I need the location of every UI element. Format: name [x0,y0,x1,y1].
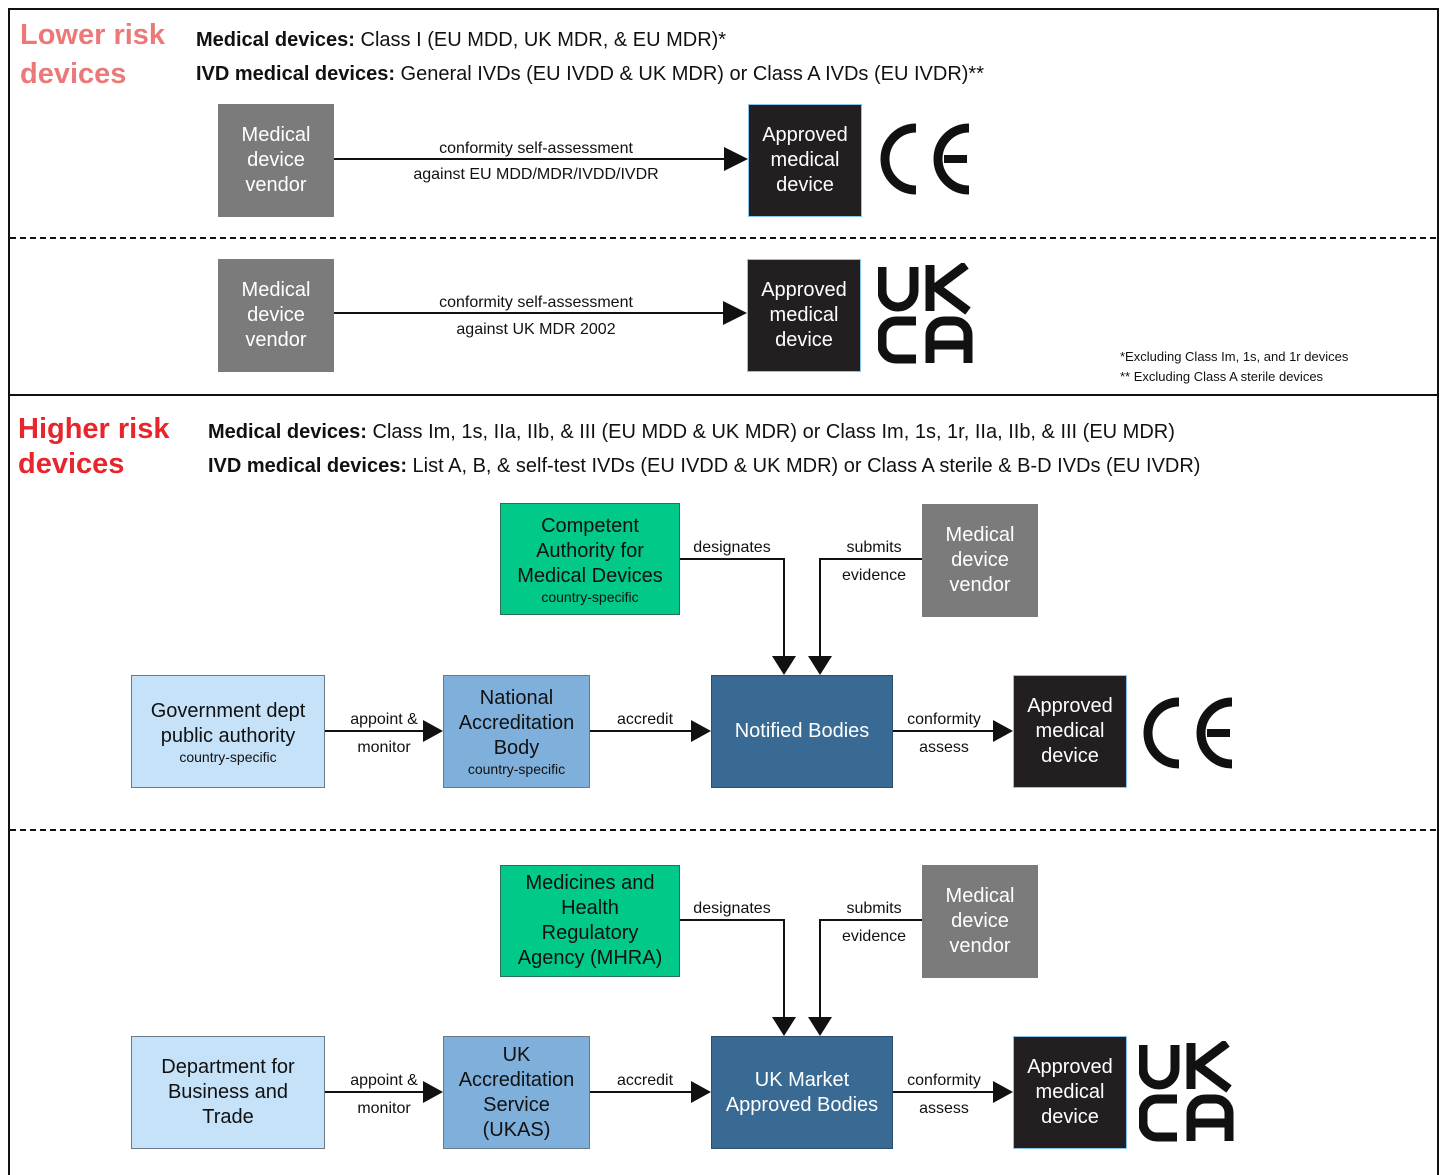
higher-risk-section [8,394,1439,1175]
lower-divider [10,237,1436,239]
eu-designates-arrowhead [772,656,796,675]
uk-designates-label: designates [693,900,771,917]
uk-assess-label: assess [919,1100,969,1117]
notified-bodies-box: Notified Bodies [711,675,893,788]
ukca-mark-icon [1139,1041,1234,1142]
lower-eu-arrowhead [724,147,748,171]
uk-monitor-label: monitor [357,1100,411,1117]
ukca-mark-icon [878,263,973,364]
uk-conformity-label: conformity [907,1072,981,1089]
eu-accredit-label: accredit [616,711,674,728]
higher-medical-devices-line: Medical devices: Class Im, 1s, IIa, IIb,… [208,421,1175,443]
uk-evidence-label: evidence [841,928,907,945]
uk-appoint-label: appoint & [350,1072,418,1089]
eu-evidence-label: evidence [841,567,907,584]
higher-ivd-line: IVD medical devices: List A, B, & self-t… [208,455,1201,477]
lower-uk-arrow-label-top: conformity self-assessment [439,294,633,311]
ce-mark-icon [1143,697,1233,769]
footnote-2: ** Excluding Class A sterile devices [1120,369,1324,384]
uk-accredit-arrowhead [691,1081,711,1103]
uk-submits-arrowhead [808,1017,832,1036]
uk-submits-arrow [819,919,922,1017]
lower-eu-arrow-label-bottom: against EU MDD/MDR/IVDD/IVDR [413,166,659,183]
lower-risk-title: Lower risk devices [20,19,166,90]
lower-eu-arrow-label-top: conformity self-assessment [439,140,633,157]
eu-conformity-arrowhead [993,720,1013,742]
ce-mark-icon [880,123,970,195]
footnote-1: *Excluding Class Im, 1s, and 1r devices [1120,349,1349,364]
eu-designates-label: designates [693,539,771,556]
eu-conformity-label: conformity [907,711,981,728]
lower-medical-devices-line: Medical devices: Class I (EU MDD, UK MDR… [196,29,727,51]
uk-designates-arrowhead [772,1017,796,1036]
eu-submits-arrow [819,558,922,656]
uk-appoint-arrowhead [423,1081,443,1103]
lower-ivd-line: IVD medical devices: General IVDs (EU IV… [196,63,984,85]
uk-accredit-label: accredit [616,1072,674,1089]
eu-monitor-label: monitor [357,739,411,756]
eu-appoint-arrowhead [423,720,443,742]
uk-submits-label: submits [846,900,902,917]
eu-appoint-label: appoint & [350,711,418,728]
eu-assess-label: assess [919,739,969,756]
eu-designates-arrow [680,558,785,656]
eu-submits-arrowhead [808,656,832,675]
lower-uk-arrowhead [723,301,747,325]
uk-conformity-arrowhead [993,1081,1013,1103]
lower-uk-arrow-label-bottom: against UK MDR 2002 [456,321,616,338]
uk-designates-arrow [680,919,785,1017]
eu-submits-label: submits [846,539,902,556]
eu-accredit-arrowhead [691,720,711,742]
higher-risk-title: Higher risk devices [18,413,170,480]
higher-divider [10,829,1436,831]
